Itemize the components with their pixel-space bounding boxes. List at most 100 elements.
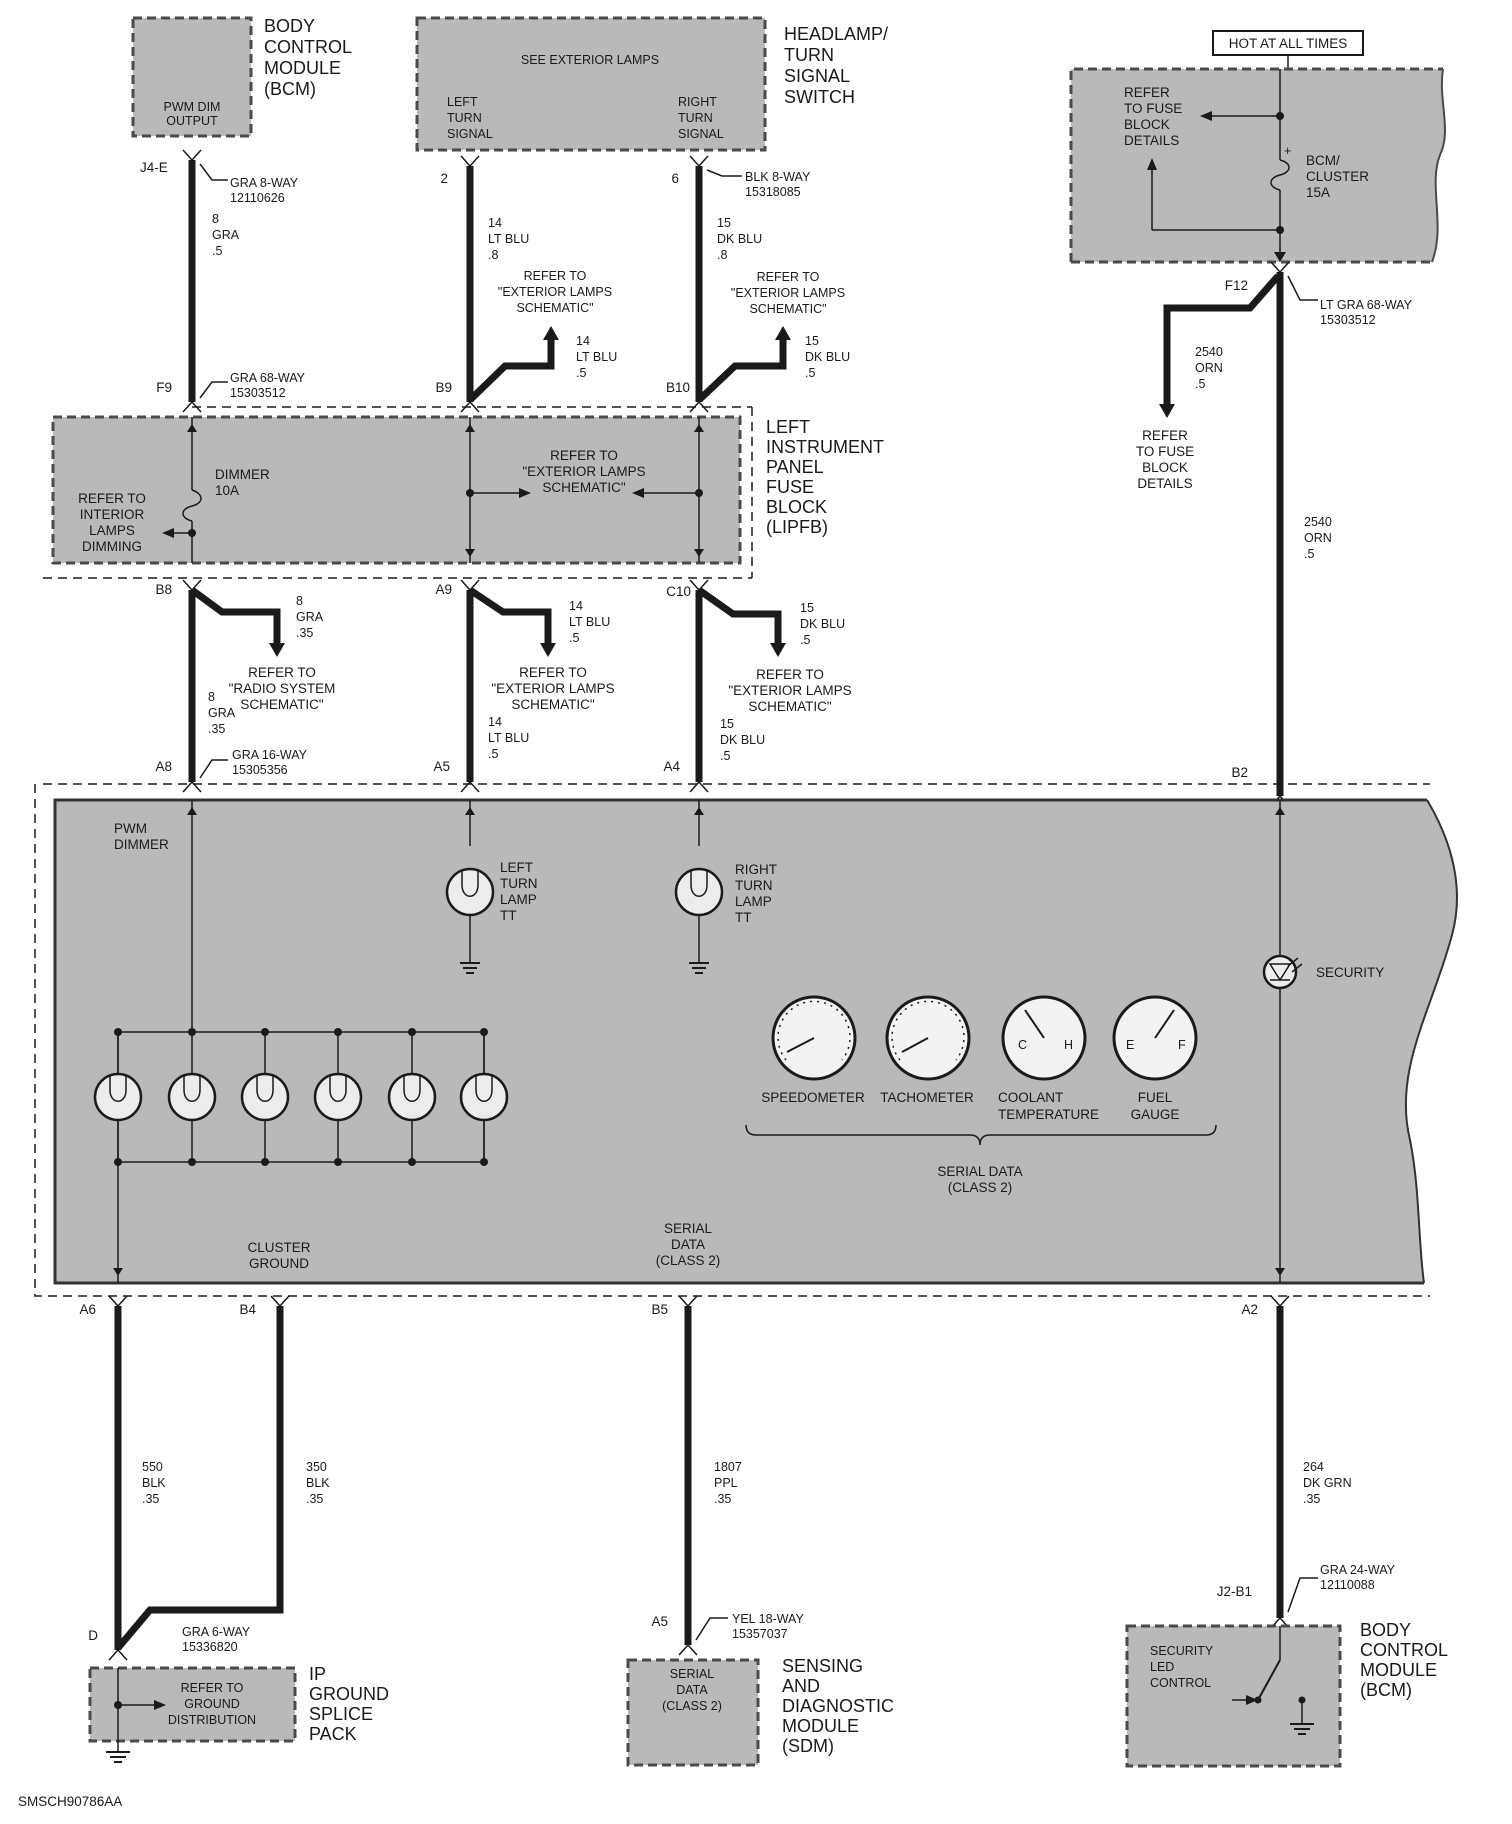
svg-text:B5: B5 [651, 1302, 668, 1317]
svg-text:SECURITY: SECURITY [1316, 965, 1384, 980]
svg-text:E: E [1126, 1038, 1134, 1052]
svg-text:A5: A5 [433, 759, 450, 774]
illumination-lamp [459, 1028, 509, 1166]
svg-text:6: 6 [671, 171, 679, 186]
svg-text:A5: A5 [651, 1614, 668, 1629]
hot-at-all-times-label: HOT AT ALL TIMES [1212, 30, 1364, 69]
svg-text:A6: A6 [79, 1302, 96, 1317]
svg-text:D: D [88, 1628, 98, 1643]
svg-text:A4: A4 [663, 759, 680, 774]
svg-text:B2: B2 [1231, 765, 1248, 780]
svg-text:C10: C10 [666, 584, 691, 599]
svg-text:B8: B8 [155, 582, 172, 597]
svg-text:SPEEDOMETER: SPEEDOMETER [761, 1090, 865, 1105]
svg-text:TACHOMETER: TACHOMETER [880, 1090, 974, 1105]
svg-text:J2-B1: J2-B1 [1217, 1584, 1252, 1599]
illumination-lamp [240, 1028, 290, 1166]
figure-code: SMSCH90786AA [18, 1794, 122, 1809]
svg-text:HOT AT ALL TIMES: HOT AT ALL TIMES [1229, 36, 1348, 51]
illumination-lamp [93, 1028, 143, 1166]
svg-text:F9: F9 [156, 380, 172, 395]
svg-text:A8: A8 [155, 759, 172, 774]
svg-text:2: 2 [440, 171, 448, 186]
svg-text:+: + [1284, 144, 1291, 158]
svg-text:B9: B9 [435, 380, 452, 395]
svg-text:SERIAL DATA(CLASS 2): SERIAL DATA(CLASS 2) [937, 1164, 1022, 1195]
illumination-lamp [387, 1028, 437, 1166]
svg-text:H: H [1064, 1038, 1073, 1052]
svg-text:A2: A2 [1241, 1302, 1258, 1317]
svg-text:B4: B4 [239, 1302, 256, 1317]
svg-text:B10: B10 [666, 380, 690, 395]
svg-text:C: C [1018, 1038, 1027, 1052]
svg-text:F12: F12 [1225, 278, 1248, 293]
illumination-lamp [313, 1028, 363, 1166]
svg-text:SEE EXTERIOR LAMPS: SEE EXTERIOR LAMPS [521, 53, 659, 67]
